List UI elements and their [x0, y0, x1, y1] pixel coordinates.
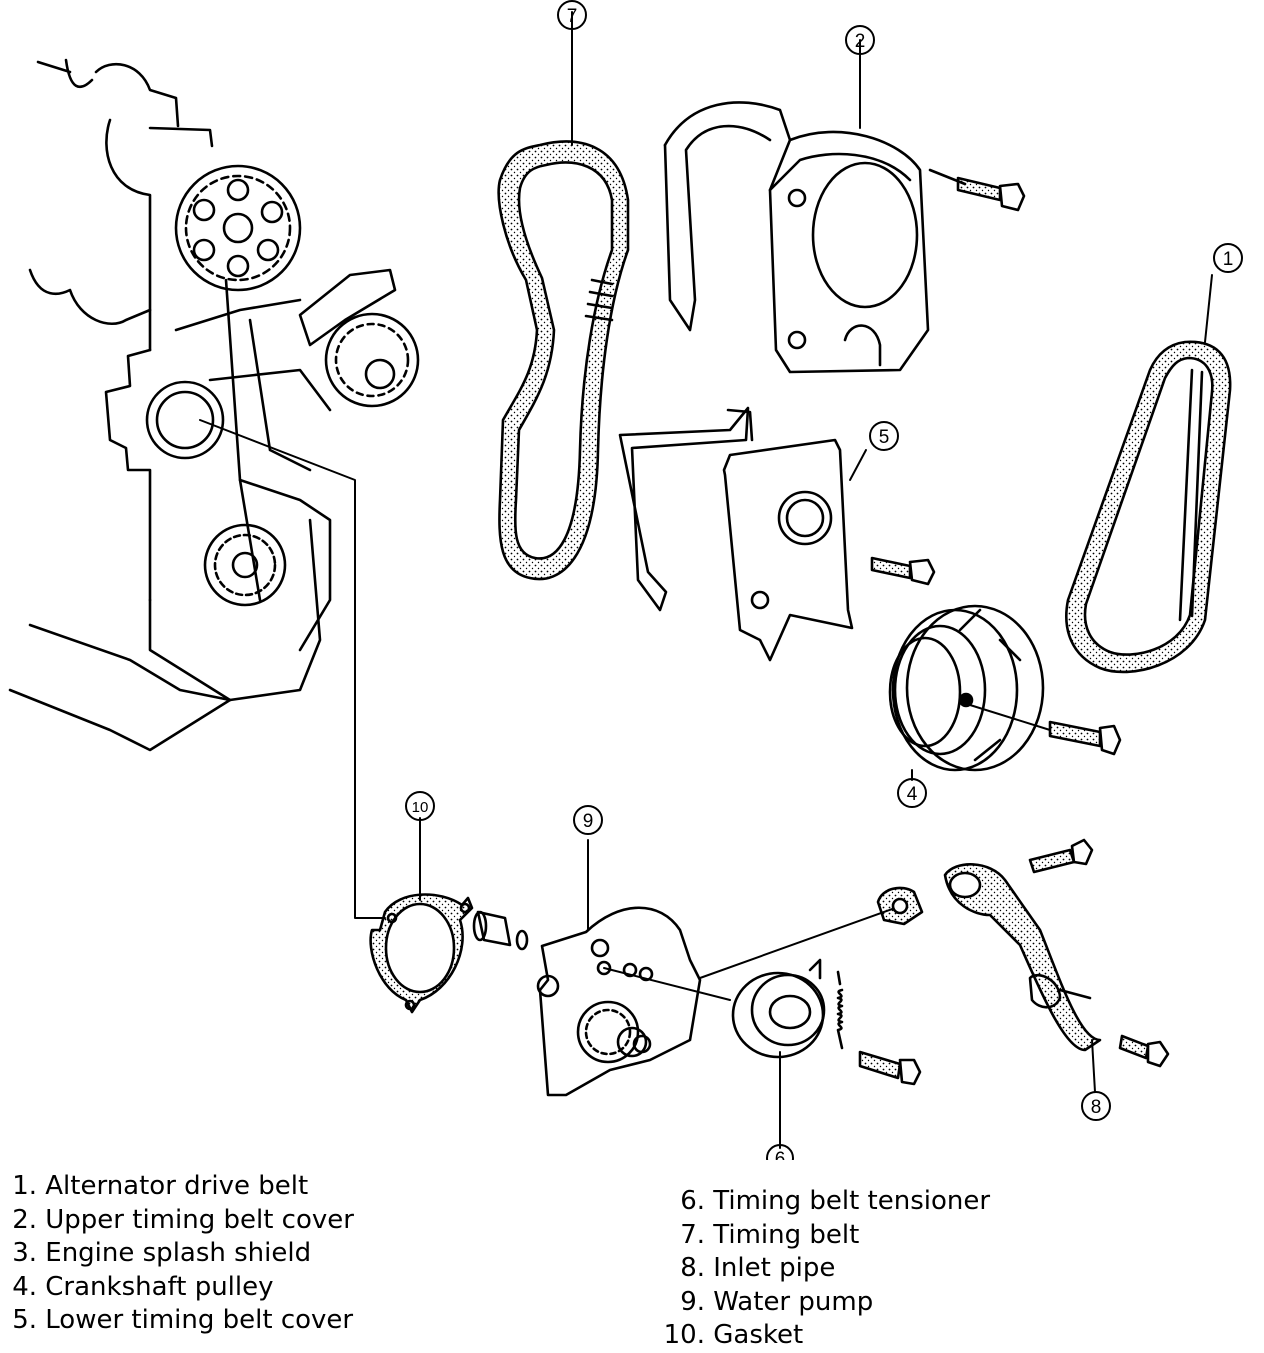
svg-text:9: 9 — [583, 811, 594, 832]
legend-item-5: 5. Lower timing belt cover — [12, 1305, 354, 1336]
crank-sprocket — [203, 523, 287, 607]
svg-text:2: 2 — [855, 31, 866, 52]
legend-item-2: 2. Upper timing belt cover — [12, 1204, 354, 1235]
crankshaft-seal — [145, 380, 225, 460]
dowel-sleeve — [472, 910, 529, 951]
legend-item-4: 4. Crankshaft pulley — [12, 1271, 274, 1302]
svg-text:4: 4 — [907, 784, 918, 805]
svg-text:7: 7 — [567, 6, 578, 27]
callout-5: 5 — [869, 421, 899, 451]
callout-1: 1 — [1213, 243, 1243, 273]
camshaft-sprocket — [174, 164, 302, 292]
svg-text:1: 1 — [1223, 249, 1234, 270]
alternator-drive-belt — [1065, 274, 1232, 674]
callout-7: 7 — [557, 0, 587, 30]
callout-10: 10 — [405, 791, 435, 821]
svg-text:10: 10 — [412, 799, 429, 816]
callout-9: 9 — [573, 805, 603, 835]
upper-cover-bolt — [928, 168, 1026, 212]
inlet-pipe-bolt-bottom — [1118, 1034, 1170, 1068]
legend-right-column: 6. Timing belt tensioner 7. Timing belt … — [656, 1185, 990, 1353]
timing-belt — [497, 11, 630, 581]
engine-idler-pulley — [298, 268, 420, 408]
legend-item-9: 9. Water pump — [680, 1286, 874, 1317]
water-pump — [536, 839, 731, 1097]
legend-item-10: 10. Gasket — [663, 1320, 804, 1351]
legend-left-column: 1. Alternator drive belt 2. Upper timing… — [4, 1170, 354, 1338]
timing-belt-tensioner — [699, 907, 922, 1149]
legend-item-6: 6. Timing belt tensioner — [680, 1186, 991, 1216]
legend-item-8: 8. Inlet pipe — [680, 1253, 836, 1284]
svg-text:8: 8 — [1091, 1097, 1102, 1118]
inlet-pipe-bolt-top — [1028, 838, 1094, 874]
callout-4: 4 — [897, 778, 927, 808]
lower-cover-bolt — [870, 556, 936, 586]
upper-timing-belt-cover — [663, 39, 1026, 374]
inlet-pipe — [876, 838, 1170, 1093]
crankshaft-pulley-bolt — [1048, 720, 1122, 756]
crankshaft-pulley — [888, 604, 1122, 781]
exploded-parts-diagram: 7 2 1 5 4 10 9 8 6 — [8, 0, 1243, 1160]
legend-item-1: 1. Alternator drive belt — [12, 1171, 309, 1201]
callout-8: 8 — [1081, 1091, 1111, 1121]
svg-text:5: 5 — [879, 427, 890, 448]
callout-6: 6 — [766, 1144, 794, 1160]
callout-2: 2 — [845, 25, 875, 55]
tensioner-bolt — [858, 1050, 922, 1086]
legend-item-7: 7. Timing belt — [680, 1219, 860, 1250]
svg-text:6: 6 — [775, 1149, 786, 1160]
tensioner-spring — [836, 970, 844, 1050]
lower-timing-belt-cover — [618, 406, 936, 662]
gasket — [369, 817, 529, 1014]
legend-item-3: 3. Engine splash shield — [12, 1238, 312, 1269]
engine-block — [8, 58, 420, 919]
